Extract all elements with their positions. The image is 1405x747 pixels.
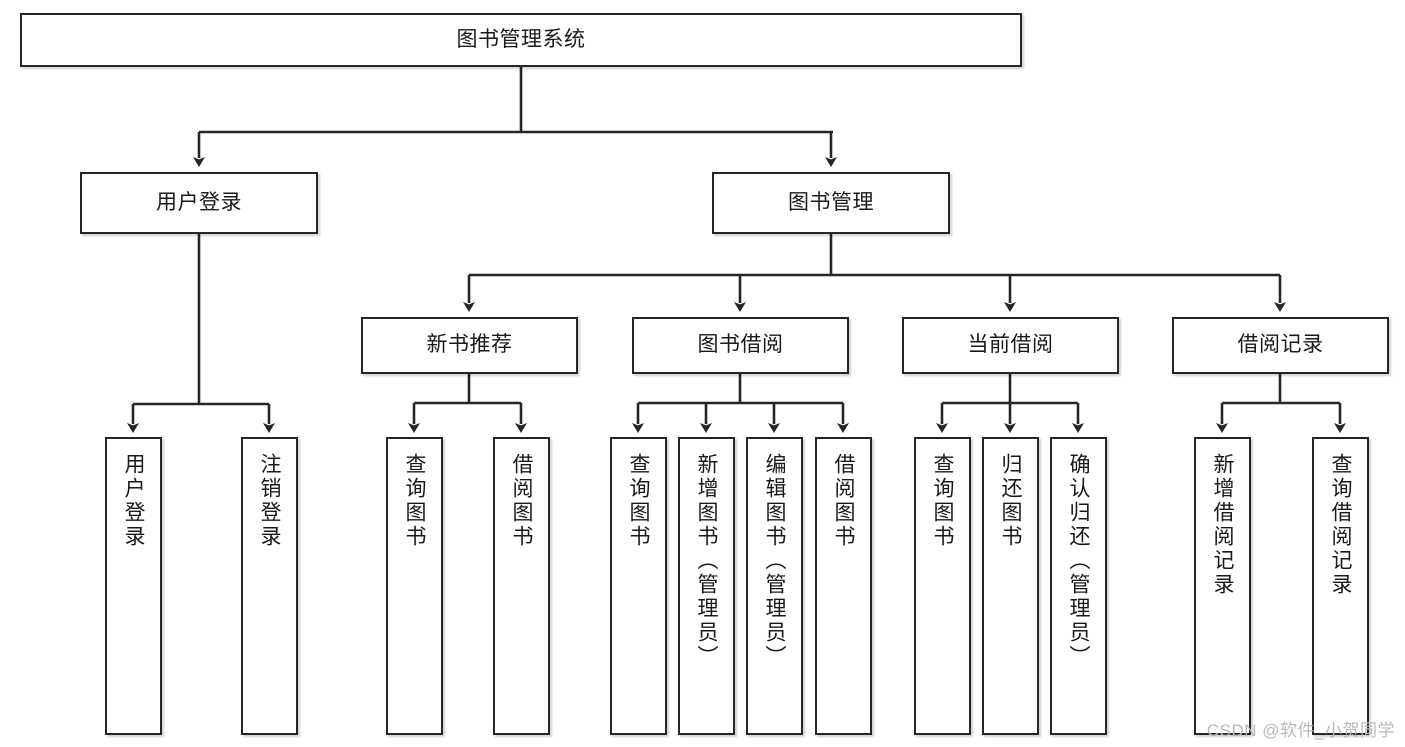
node-leaf-confirm-return[interactable]: 确认归还（管理员） [1050,437,1107,735]
node-new-book-recommend[interactable]: 新书推荐 [361,317,578,374]
node-leaf-user-login-label: 用户登录 [122,453,145,549]
watermark: CSDN @软件_小贺同学 [1206,721,1395,740]
node-current-borrow[interactable]: 当前借阅 [902,317,1119,374]
node-book-manage-label: 图书管理 [788,190,874,214]
node-leaf-return-book-label: 归还图书 [999,453,1022,549]
node-user-login[interactable]: 用户登录 [80,172,318,234]
node-leaf-add-book-label: 新增图书（管理员） [695,453,718,669]
node-current-borrow-label: 当前借阅 [967,333,1054,357]
node-leaf-query-book-1-label: 查询图书 [403,453,426,549]
node-leaf-confirm-return-label: 确认归还（管理员） [1067,453,1090,669]
node-leaf-query-record-label: 查询借阅记录 [1329,453,1352,597]
node-leaf-add-record-label: 新增借阅记录 [1211,453,1234,597]
node-borrow-record-label: 借阅记录 [1237,333,1324,357]
node-book-manage[interactable]: 图书管理 [712,172,950,234]
node-leaf-logout-login-label: 注销登录 [258,453,281,549]
node-leaf-query-book-2[interactable]: 查询图书 [610,437,667,735]
node-book-borrow-label: 图书借阅 [697,333,784,357]
node-leaf-borrow-book-2[interactable]: 借阅图书 [815,437,872,735]
node-book-borrow[interactable]: 图书借阅 [632,317,849,374]
node-leaf-add-book[interactable]: 新增图书（管理员） [678,437,735,735]
node-leaf-borrow-book-1[interactable]: 借阅图书 [493,437,550,735]
node-new-book-recommend-label: 新书推荐 [426,333,513,357]
node-leaf-add-record[interactable]: 新增借阅记录 [1194,437,1251,735]
node-leaf-return-book[interactable]: 归还图书 [982,437,1039,735]
node-leaf-borrow-book-1-label: 借阅图书 [510,453,533,549]
node-root-label: 图书管理系统 [456,27,586,51]
node-borrow-record[interactable]: 借阅记录 [1172,317,1389,374]
node-leaf-edit-book-label: 编辑图书（管理员） [763,453,786,669]
node-leaf-query-book-2-label: 查询图书 [627,453,650,549]
node-leaf-query-book-3-label: 查询图书 [931,453,954,549]
node-root[interactable]: 图书管理系统 [20,13,1022,67]
node-leaf-query-book-3[interactable]: 查询图书 [914,437,971,735]
node-leaf-logout-login[interactable]: 注销登录 [241,437,298,735]
node-leaf-query-book-1[interactable]: 查询图书 [386,437,443,735]
node-leaf-borrow-book-2-label: 借阅图书 [832,453,855,549]
node-leaf-user-login[interactable]: 用户登录 [105,437,162,735]
node-leaf-query-record[interactable]: 查询借阅记录 [1312,437,1369,735]
node-leaf-edit-book[interactable]: 编辑图书（管理员） [746,437,803,735]
node-user-login-label: 用户登录 [156,190,242,214]
